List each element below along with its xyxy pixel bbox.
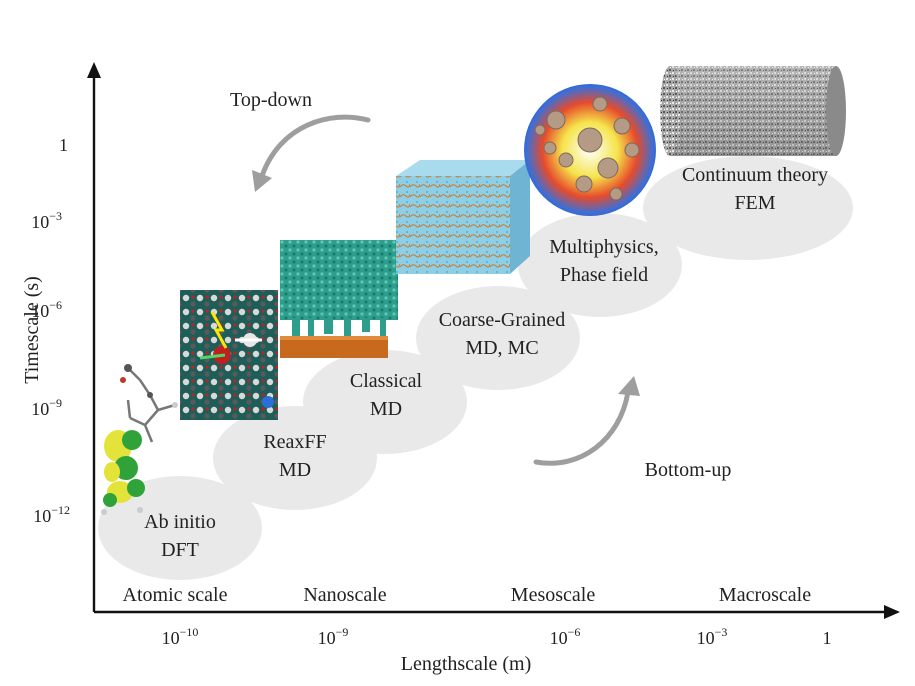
plateau-coarse-grained xyxy=(416,286,580,390)
scale-label-atomic: Atomic scale xyxy=(123,584,228,606)
y-tick-label: 1 xyxy=(59,135,68,155)
x-axis-title: Lengthscale (m) xyxy=(401,653,532,675)
phase-field-disc xyxy=(524,84,656,216)
reaxff-snapshot xyxy=(180,290,278,420)
classical-md-snapshot xyxy=(280,240,398,358)
plateau-classical xyxy=(303,350,467,454)
x-tick-label: 10−3 xyxy=(697,625,728,648)
y-tick-label: 10−6 xyxy=(31,298,62,321)
orbital-lobe xyxy=(114,456,138,480)
scale-label-meso: Mesoscale xyxy=(511,584,596,606)
method-label-multiphysics: Multiphysics,Phase field xyxy=(549,236,658,286)
y-axis-title: Timescale (s) xyxy=(21,276,43,384)
x-tick-label: 10−10 xyxy=(162,625,199,648)
scale-label-macro: Macroscale xyxy=(719,584,811,606)
x-tick-label: 10−9 xyxy=(318,625,349,648)
dft-molecule-illustration xyxy=(101,364,178,515)
orbital-lobe xyxy=(122,430,142,450)
y-tick-label: 10−12 xyxy=(33,503,70,526)
x-tick-label: 1 xyxy=(823,628,832,648)
x-tick-labels: 10−10 10−9 10−6 10−3 1 xyxy=(162,625,832,648)
scale-label-nano: Nanoscale xyxy=(303,584,386,606)
continuum-cylinder xyxy=(660,66,846,156)
coarse-grained-cube xyxy=(396,160,530,274)
plateau-dft xyxy=(98,476,262,580)
scale-plateaus xyxy=(98,156,853,580)
y-tick-label: 10−9 xyxy=(31,396,62,419)
x-axis-arrowhead xyxy=(884,605,900,619)
y-tick-label: 10−3 xyxy=(31,209,62,232)
plateau-multiphysics xyxy=(518,213,682,317)
y-tick-labels: 1 10−3 10−6 10−9 10−12 xyxy=(31,135,70,526)
y-axis-arrowhead xyxy=(87,62,101,78)
x-tick-label: 10−6 xyxy=(550,625,581,648)
top-down-arrow xyxy=(252,114,371,192)
scale-labels: Atomic scale Nanoscale Mesoscale Macrosc… xyxy=(123,584,812,606)
bottom-up-label: Bottom-up xyxy=(645,459,732,481)
orbital-lobe xyxy=(127,479,145,497)
orbital-lobe xyxy=(104,462,120,482)
axes xyxy=(87,62,900,619)
top-down-label: Top-down xyxy=(230,89,312,111)
bottom-up-arrow xyxy=(533,376,640,466)
plateau-continuum xyxy=(643,156,853,260)
orbital-lobe xyxy=(103,493,117,507)
